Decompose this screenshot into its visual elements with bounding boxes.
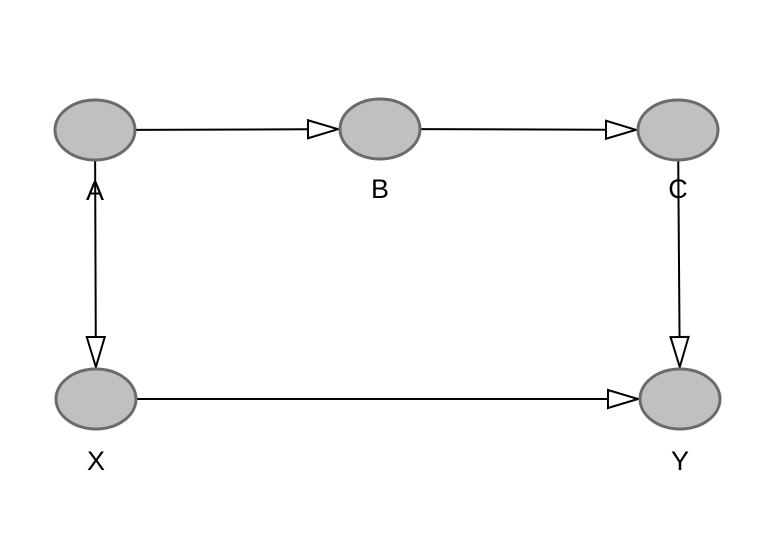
node-a — [53, 98, 137, 162]
edge-line — [420, 128, 607, 131]
edges-layer — [85, 118, 690, 410]
node-b — [338, 97, 422, 161]
edge-line — [135, 128, 309, 131]
node-label-b: B — [371, 174, 389, 204]
node-label-a: A — [86, 176, 104, 206]
labels-layer: A B C X Y — [86, 174, 689, 476]
node-label-y: Y — [671, 446, 689, 476]
edge-c-to-y — [669, 160, 690, 371]
edge-a-to-x — [85, 160, 107, 371]
arrowhead — [85, 335, 107, 371]
node-x — [54, 367, 138, 431]
node-label-x: X — [87, 446, 105, 476]
arrowhead — [306, 118, 342, 140]
arrowhead — [604, 119, 640, 141]
nodes-layer — [53, 97, 722, 431]
node-label-c: C — [668, 174, 688, 204]
edge-b-to-c — [420, 119, 640, 141]
arrowhead — [669, 335, 690, 371]
edge-line — [94, 160, 97, 338]
node-c — [636, 98, 720, 162]
arrowhead — [607, 388, 642, 410]
edge-line — [677, 160, 681, 338]
edge-x-to-y — [137, 388, 642, 410]
edge-a-to-b — [135, 118, 342, 140]
node-y — [638, 367, 722, 431]
